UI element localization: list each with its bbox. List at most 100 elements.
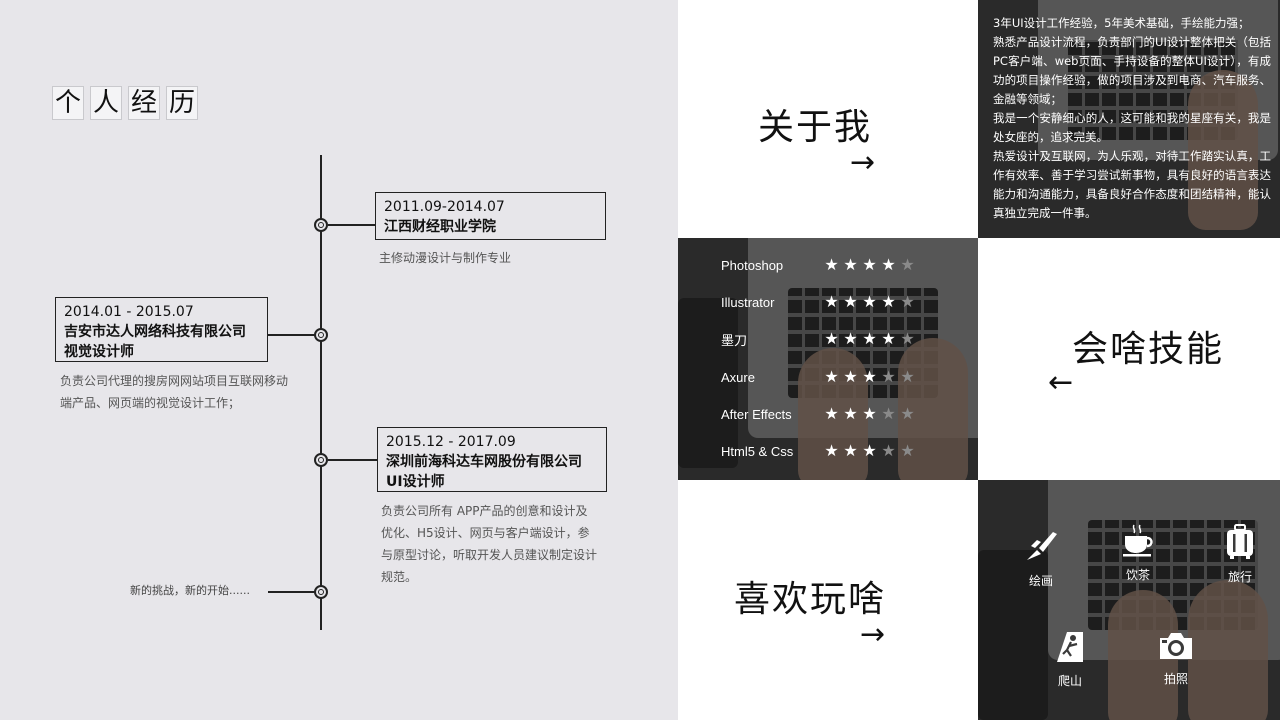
paintbrush-icon [1027,532,1057,560]
skill-rating: ★★★★★ [823,443,916,459]
timeline-node [314,218,328,232]
hobby-label: 旅行 [1227,570,1252,584]
title-char: 人 [90,86,122,120]
skill-rating: ★★★★★ [823,294,916,310]
star-empty-icon: ★ [900,255,915,274]
hobby-painting: 绘画 [1011,528,1071,589]
star-empty-icon: ★ [900,367,915,386]
about-heading-cell: 关于我 → [678,0,978,238]
timeline-node [314,328,328,342]
skill-row: Illustrator ★★★★★ [721,291,921,313]
skill-rating: ★★★★★ [823,369,916,385]
star-empty-icon: ★ [900,404,915,423]
hobby-climbing: 爬山 [1040,628,1100,689]
entry-description-line: 负责公司代理的搜房网网站项目互联网移动 [60,374,289,388]
arrow-right-icon: → [860,617,886,652]
skill-row: Axure ★★★★★ [721,366,921,388]
star-filled-icon: ★ [862,367,877,386]
hobby-tea: 饮茶 [1108,522,1168,583]
star-filled-icon: ★ [824,255,839,274]
entry-role: 视觉设计师 [64,344,134,360]
arrow-right-icon: → [850,145,876,180]
entry-description-line: 端产品、网页端的视觉设计工作； [60,396,241,410]
page-title: 个 人 经 历 [52,86,198,120]
teacup-icon [1123,524,1153,557]
skill-row: After Effects ★★★★★ [721,403,921,425]
resume-panel: 个 人 经 历 2011.09-2014.07 江西财经职业学院 主修动漫设计与… [52,86,607,630]
entry-description: 负责公司所有 APP产品的创意和设计及 优化、H5设计、网页与客户端设计，参 与… [381,500,597,588]
timeline-connector [268,591,315,593]
hobby-label: 饮茶 [1125,568,1150,582]
entry-box-job-1: 2014.01 - 2015.07 吉安市达人网络科技有限公司 视觉设计师 [55,297,268,362]
star-filled-icon: ★ [862,292,877,311]
entry-description-line: 负责公司所有 APP产品的创意和设计及 [381,504,588,518]
skills-photo-cell [678,238,978,480]
skill-rating: ★★★★★ [823,257,916,273]
hobby-photography: 拍照 [1146,630,1206,687]
closing-text: 新的挑战，新的开始...... [130,584,250,597]
about-paragraph: 熟悉产品设计流程，负责部门的UI设计整体把关（包括PC客户端、web页面、手持设… [993,35,1271,106]
about-paragraph: 3年UI设计工作经验，5年美术基础，手绘能力强； [993,16,1250,30]
star-filled-icon: ★ [862,441,877,460]
skill-row: 墨刀 ★★★★★ [721,328,921,350]
star-filled-icon: ★ [843,292,858,311]
skill-name: Axure [721,369,755,385]
timeline-node [314,585,328,599]
star-filled-icon: ★ [862,329,877,348]
skill-row: Photoshop ★★★★★ [721,254,921,276]
skills-heading: 会啥技能 [1072,329,1225,370]
about-text: 3年UI设计工作经验，5年美术基础，手绘能力强； 熟悉产品设计流程，负责部门的U… [993,14,1271,223]
star-filled-icon: ★ [881,329,896,348]
star-filled-icon: ★ [862,404,877,423]
timeline-connector [267,334,315,336]
star-filled-icon: ★ [843,255,858,274]
timeline-connector [328,224,376,226]
star-filled-icon: ★ [862,255,877,274]
skill-name: Illustrator [721,294,775,310]
hobby-travel: 旅行 [1210,524,1270,585]
entry-role: UI设计师 [386,474,445,490]
star-filled-icon: ★ [843,441,858,460]
entry-description-line: 主修动漫设计与制作专业 [379,251,512,265]
entry-company: 吉安市达人网络科技有限公司 [64,324,246,340]
star-empty-icon: ★ [881,404,896,423]
luggage-icon [1227,524,1253,559]
entry-description: 负责公司代理的搜房网网站项目互联网移动 端产品、网页端的视觉设计工作； [60,370,288,414]
star-filled-icon: ★ [824,367,839,386]
star-filled-icon: ★ [824,292,839,311]
skills-heading-cell: 会啥技能 ← [978,238,1280,480]
skill-row: Html5 & Css ★★★★★ [721,440,921,462]
title-char: 经 [128,86,160,120]
entry-description: 主修动漫设计与制作专业 [379,247,511,269]
about-photo-cell [978,0,1280,238]
star-filled-icon: ★ [843,404,858,423]
about-paragraph: 我是一个安静细心的人，这可能和我的星座有关，我是处女座的，追求完美。 [993,111,1271,144]
timeline-connector [328,459,378,461]
skill-rating: ★★★★★ [823,406,916,422]
arrow-left-icon: ← [1048,365,1074,400]
skill-name: Html5 & Css [721,443,794,459]
star-empty-icon: ★ [881,367,896,386]
star-empty-icon: ★ [900,292,915,311]
skill-name: Photoshop [721,257,784,273]
star-empty-icon: ★ [900,329,915,348]
star-empty-icon: ★ [900,441,915,460]
star-filled-icon: ★ [824,441,839,460]
hobby-label: 绘画 [1028,574,1053,588]
timeline-line [320,155,322,630]
star-empty-icon: ★ [881,441,896,460]
entry-company: 深圳前海科达车网股份有限公司 [386,454,582,470]
star-filled-icon: ★ [824,329,839,348]
title-char: 历 [166,86,198,120]
entry-box-job-2: 2015.12 - 2017.09 深圳前海科达车网股份有限公司 UI设计师 [377,427,607,492]
about-heading: 关于我 [758,107,873,148]
about-paragraph: 热爱设计及互联网，为人乐观，对待工作踏实认真，工作有效率、善于学习尝试新事物，具… [993,149,1271,220]
hobby-label: 爬山 [1057,674,1082,688]
title-char: 个 [52,86,84,120]
star-filled-icon: ★ [824,404,839,423]
entry-description-line: 规范。 [381,570,418,584]
entry-description-line: 优化、H5设计、网页与客户端设计，参 [381,526,590,540]
skill-rating: ★★★★★ [823,331,916,347]
entry-company: 江西财经职业学院 [384,219,496,235]
skill-name: 墨刀 [721,332,748,348]
